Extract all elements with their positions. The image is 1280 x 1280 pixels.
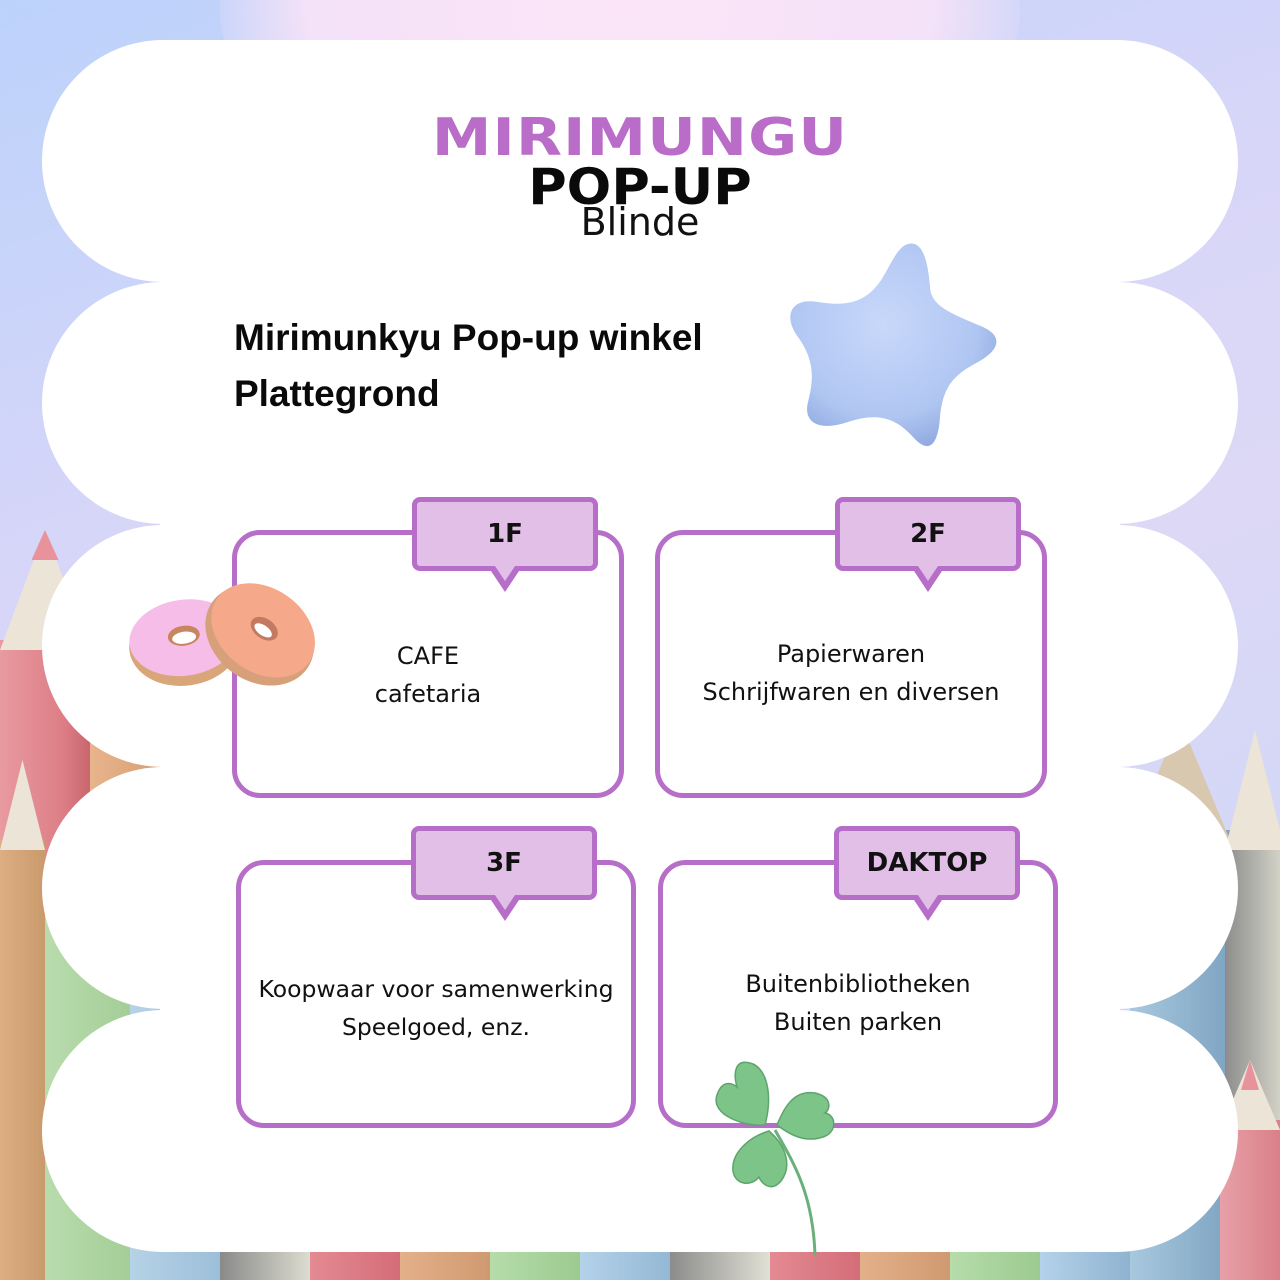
floor-2f-line2: Schrijfwaren en diversen: [702, 678, 1000, 706]
brand-title: MIRIMUNGU: [431, 108, 849, 168]
floor-card-daktop: Buitenbibliotheken Buiten parken: [658, 860, 1058, 1128]
floor-3f-line2: Speelgoed, enz.: [341, 1013, 531, 1041]
clover-icon: [715, 1061, 835, 1256]
floor-2f-line1: Papierwaren: [776, 640, 926, 668]
floor-daktop-line2: Buiten parken: [773, 1008, 943, 1036]
floor-tag-1f: 1F: [412, 497, 598, 571]
tag-pointer: [495, 566, 515, 581]
donut-icon: [129, 583, 315, 686]
floor-card-3f: Koopwaar voor samenwerking Speelgoed, en…: [236, 860, 636, 1128]
floor-1f-line1: CAFE: [396, 642, 460, 670]
tag-pointer: [918, 566, 938, 581]
star-icon: [790, 243, 997, 447]
floor-daktop-line1: Buitenbibliotheken: [745, 970, 971, 998]
floor-tag-3f: 3F: [411, 826, 597, 900]
tag-pointer: [918, 895, 938, 910]
floor-tag-2f: 2F: [835, 497, 1021, 571]
floor-1f-line2: cafetaria: [374, 680, 482, 708]
page-title-line2: Plattegrond: [234, 373, 440, 414]
brand-subtitle: POP-UP: [528, 158, 752, 216]
floor-card-2f: Papierwaren Schrijfwaren en diversen: [655, 530, 1047, 798]
floor-3f-line1: Koopwaar voor samenwerking: [258, 975, 614, 1003]
tag-pointer: [495, 895, 515, 910]
floor-tag-daktop: DAKTOP: [834, 826, 1020, 900]
brand-tagline: Blinde: [580, 200, 700, 244]
page-title-line1: Mirimunkyu Pop-up winkel: [234, 317, 703, 358]
page-title: Mirimunkyu Pop-up winkel Plattegrond: [234, 310, 703, 422]
